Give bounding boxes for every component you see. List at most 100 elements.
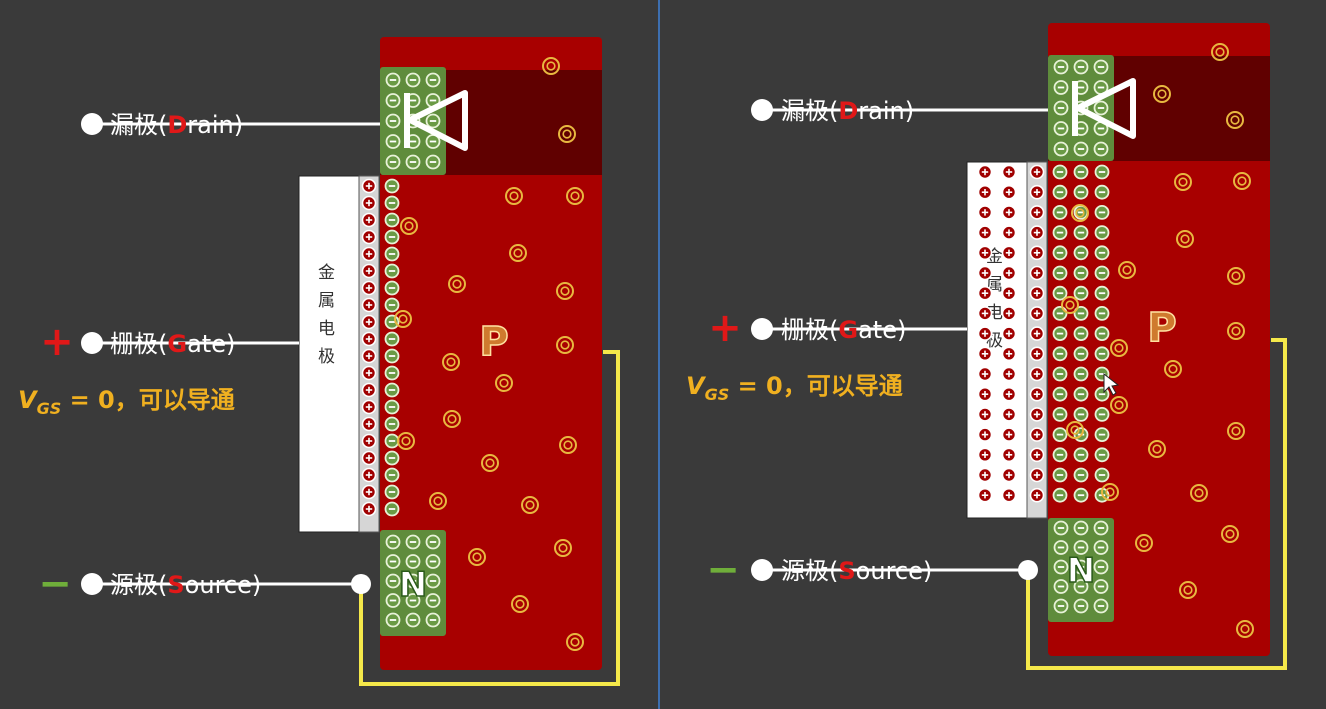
electron-icon: [1094, 427, 1110, 443]
positive-charge-icon: [361, 416, 377, 432]
gate-plus-sign: +: [40, 319, 74, 365]
p-region-label: P: [479, 319, 508, 365]
positive-charge-icon: [361, 280, 377, 296]
source-minus-sign: −: [38, 561, 72, 607]
electron-icon: [384, 467, 400, 483]
electron-icon: [384, 399, 400, 415]
electron-icon: [1052, 285, 1068, 301]
hole-carrier-icon: [1226, 111, 1244, 129]
positive-charge-icon: [1029, 447, 1045, 463]
positive-charge-icon: [977, 245, 993, 261]
hole-carrier-icon: [1135, 534, 1153, 552]
hole-carrier-icon: [511, 595, 529, 613]
hole-carrier-icon: [556, 282, 574, 300]
source-label: 源极(Source): [110, 571, 261, 599]
electron-icon: [425, 593, 441, 608]
n-region-label: N: [399, 565, 427, 605]
hole-carrier-icon: [1236, 620, 1254, 638]
source-electrons: [1053, 520, 1109, 614]
electron-icon: [384, 331, 400, 347]
holes: [394, 57, 584, 651]
source-junction: [1018, 560, 1038, 580]
n-region-label: N: [1067, 551, 1095, 591]
electron-icon: [1053, 59, 1069, 75]
source-label: 源极(Source): [781, 557, 932, 585]
hole-carrier-icon: [505, 187, 523, 205]
positive-charge-icon: [361, 229, 377, 245]
electron-icon: [425, 113, 441, 129]
positive-charge-icon: [977, 285, 993, 301]
positive-charge-icon: [977, 265, 993, 281]
p-region-label: P: [1147, 305, 1176, 351]
electron-icon: [1073, 59, 1089, 75]
hole-carrier-icon: [1110, 339, 1128, 357]
electron-icon: [1093, 59, 1109, 75]
hole-carrier-icon: [1227, 267, 1245, 285]
positive-charge-icon: [1001, 407, 1017, 422]
positive-charge-icon: [1029, 386, 1045, 402]
hole-carrier-icon: [1066, 421, 1084, 439]
channel-electrons: [1052, 164, 1110, 503]
hole-carrier-icon: [1179, 581, 1197, 599]
metal-gate-char-4: 极: [318, 347, 335, 367]
positive-charge-icon: [1029, 407, 1045, 422]
hole-carrier-icon: [400, 217, 418, 235]
electron-icon: [405, 554, 421, 569]
positive-charge-icon: [977, 306, 993, 321]
electron-icon: [385, 612, 401, 628]
electron-icon: [1052, 487, 1068, 503]
positive-charge-icon: [361, 501, 377, 517]
gate-positive-charges: [361, 178, 377, 517]
electron-icon: [1073, 540, 1089, 555]
electron-icon: [425, 134, 441, 149]
electron-icon: [384, 246, 400, 262]
hole-carrier-icon: [429, 492, 447, 510]
electron-icon: [425, 612, 441, 628]
electron-icon: [385, 93, 401, 108]
electron-icon: [1094, 164, 1110, 180]
electron-icon: [1073, 265, 1089, 281]
electron-icon: [405, 573, 421, 589]
positive-charge-icon: [1029, 326, 1045, 341]
positive-charge-icon: [977, 326, 993, 341]
electron-icon: [384, 195, 400, 211]
electron-icon: [1093, 540, 1109, 555]
electron-icon: [1073, 346, 1089, 362]
hole-carrier-icon: [1176, 230, 1194, 248]
diode-symbol-icon: [404, 90, 468, 151]
electron-icon: [385, 573, 401, 589]
electron-icon: [1053, 540, 1069, 555]
electron-icon: [1052, 467, 1068, 483]
source-electrons: [385, 534, 441, 628]
electron-icon: [384, 416, 400, 432]
positive-charge-icon: [977, 164, 993, 180]
electron-icon: [1093, 520, 1109, 536]
gate-label: 栅极(Gate): [781, 316, 906, 344]
positive-charge-icon: [977, 447, 993, 463]
electron-icon: [1073, 559, 1089, 575]
electron-icon: [1094, 326, 1110, 342]
electron-icon: [384, 280, 400, 296]
hole-carrier-icon: [448, 275, 466, 293]
electron-icon: [1094, 265, 1110, 281]
holes: [1061, 43, 1254, 638]
electron-icon: [1073, 326, 1089, 342]
positive-charge-icon: [1029, 467, 1045, 483]
electron-icon: [1052, 326, 1068, 342]
p-substrate: [380, 37, 602, 670]
hole-carrier-icon: [558, 125, 576, 143]
hole-carrier-icon: [1148, 440, 1166, 458]
electron-icon: [425, 534, 441, 550]
positive-charge-icon: [1001, 184, 1017, 200]
positive-charge-icon: [1029, 164, 1045, 180]
electron-icon: [385, 534, 401, 550]
gate-positive-charges: [977, 164, 1045, 503]
hole-carrier-icon: [1190, 484, 1208, 502]
positive-charge-icon: [1029, 184, 1045, 200]
electron-icon: [1094, 467, 1110, 483]
electron-icon: [1073, 520, 1089, 536]
electron-icon: [385, 134, 401, 149]
positive-charge-icon: [1001, 245, 1017, 261]
electron-icon: [1052, 427, 1068, 443]
positive-charge-icon: [1001, 285, 1017, 301]
